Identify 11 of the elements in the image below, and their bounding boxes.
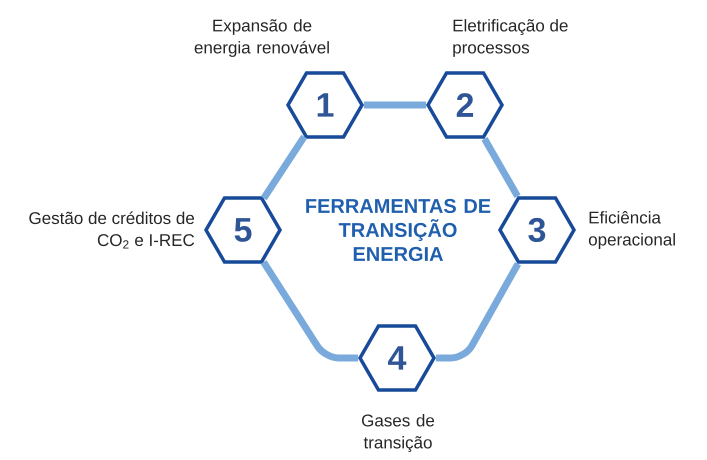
center-heading: FERRAMENTAS DE TRANSIÇÃO ENERGIA — [306, 198, 490, 262]
connector-line — [436, 262, 522, 362]
connector-line — [364, 102, 426, 108]
step-label: Eletrificação de processos — [453, 19, 568, 57]
connector-line — [260, 260, 358, 362]
connector-line — [481, 137, 521, 198]
step-label: Eficiência operacional — [588, 211, 675, 249]
step-label: Gestão de créditos de CO$_{2}$ e I-REC — [29, 211, 194, 249]
step-label: Expansão de energia renovável — [194, 19, 329, 57]
step-label: Gases de transição — [362, 414, 434, 452]
connector-line — [260, 134, 308, 200]
